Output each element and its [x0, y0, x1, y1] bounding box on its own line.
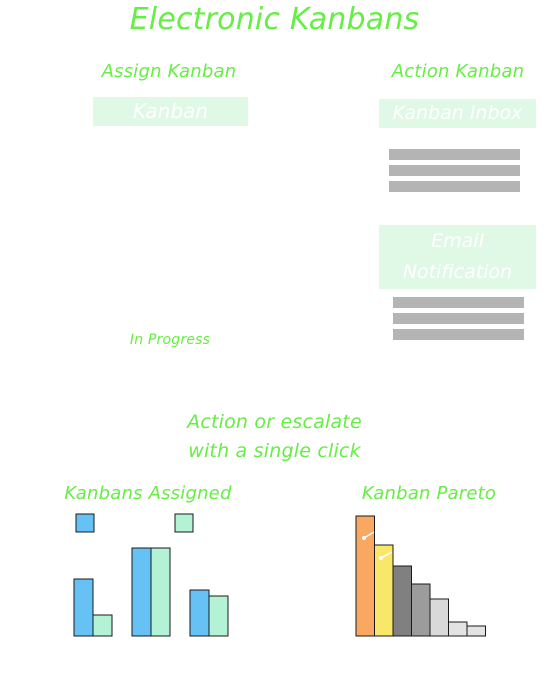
inbox-line-3	[389, 181, 520, 192]
pareto-bar-3	[392, 565, 412, 637]
pareto-bar-5	[429, 598, 449, 637]
email-line-1	[393, 297, 524, 308]
action-kanban-heading: Action Kanban	[391, 61, 525, 82]
email-notification-line2: Notification	[402, 261, 513, 283]
bar-group-3-series-2	[208, 595, 229, 637]
bar-group-2-series-1	[131, 547, 152, 637]
kanban-card[interactable]: Kanban	[93, 97, 248, 126]
kanbans-assigned-title: Kanbans Assigned	[64, 483, 232, 504]
pareto-arrow-1-dot	[362, 536, 366, 540]
pareto-bar-2	[374, 544, 394, 637]
kanban-pareto-chart	[355, 515, 486, 637]
pareto-arrow-2-dot	[379, 556, 383, 560]
caption-line-1: Action or escalate	[187, 411, 362, 433]
bar-group-2-series-2	[150, 547, 171, 637]
kanban-card-label: Kanban	[133, 99, 208, 123]
pareto-bar-6	[448, 621, 468, 637]
email-line-3	[393, 329, 524, 340]
bar-group-1-series-1	[73, 578, 94, 637]
email-line-2	[393, 313, 524, 324]
inbox-line-1	[389, 149, 520, 160]
kanbans-assigned-chart	[73, 513, 229, 637]
bar-group-1-series-2	[92, 614, 113, 637]
legend-swatch-series-1	[75, 513, 95, 533]
email-notification[interactable]: Email Notification	[379, 225, 536, 289]
pareto-bar-7	[466, 625, 486, 637]
email-notification-line1: Email	[431, 230, 484, 252]
kanban-pareto-title: Kanban Pareto	[361, 483, 497, 504]
pareto-arrow-2	[380, 551, 393, 559]
legend-swatch-series-2	[174, 513, 194, 533]
caption-line-2: with a single click	[188, 440, 361, 462]
page-title: Electronic Kanbans	[129, 2, 420, 37]
assign-kanban-heading: Assign Kanban	[101, 61, 237, 82]
kanban-inbox-label: Kanban Inbox	[392, 102, 523, 124]
bar-group-3-series-1	[189, 589, 210, 637]
kanban-inbox[interactable]: Kanban Inbox	[379, 99, 536, 128]
in-progress-label: In Progress	[129, 332, 211, 348]
pareto-bar-4	[411, 583, 431, 637]
inbox-line-2	[389, 165, 520, 176]
